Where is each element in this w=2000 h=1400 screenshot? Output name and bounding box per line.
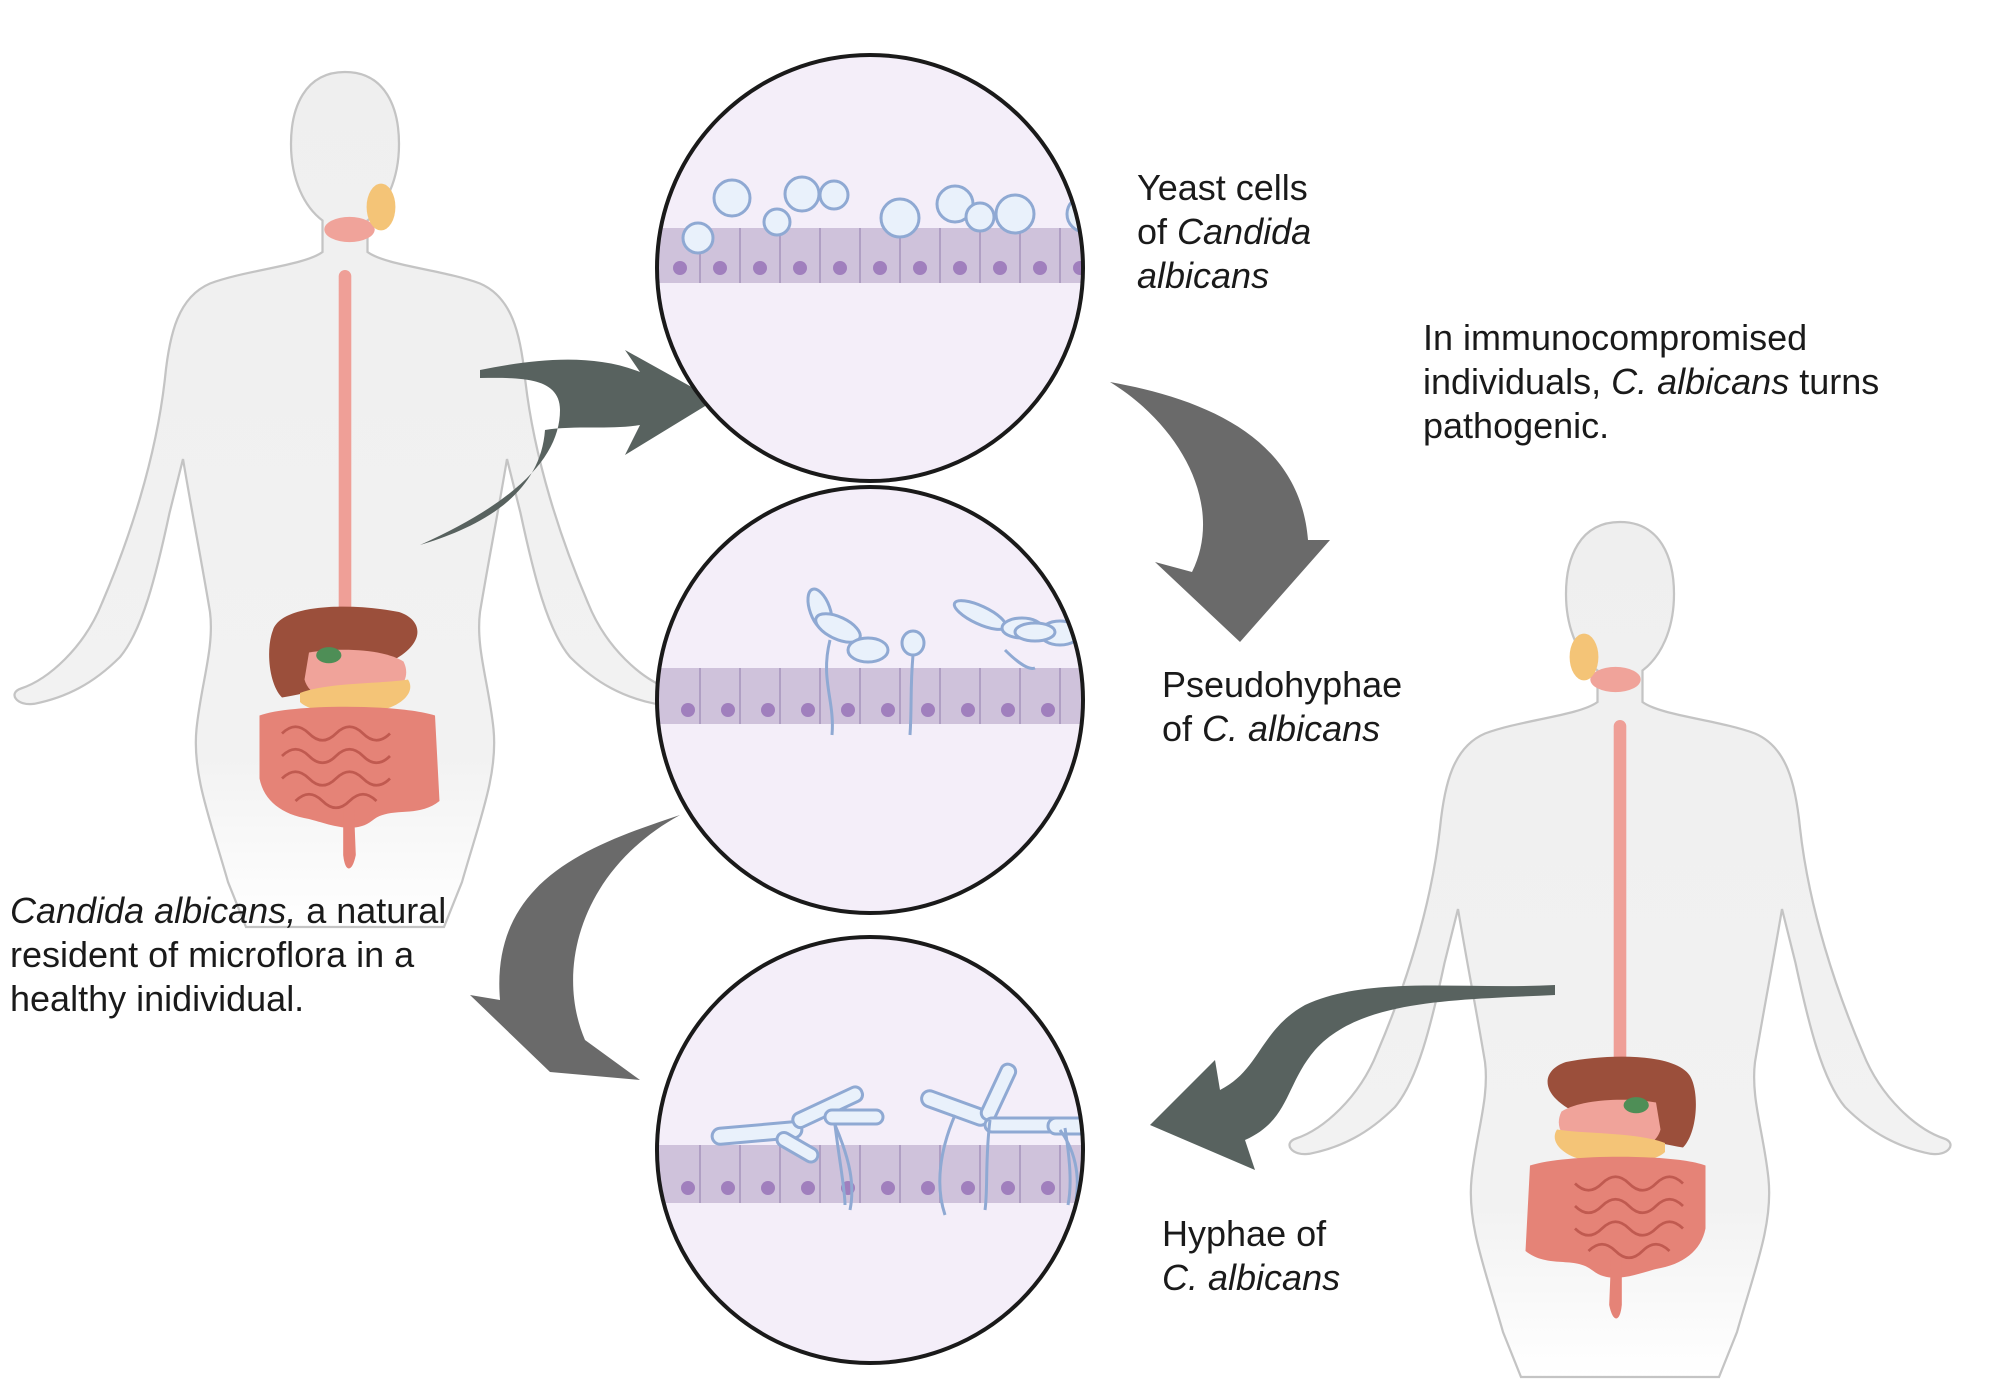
hyphae-caption-line2: C. albicans [1162, 1257, 1341, 1298]
immunocompromised-human-body-icon [1288, 520, 1952, 1379]
immunocompromised-caption-line3: pathogenic. [1423, 405, 1610, 446]
yeast-cells-magnified-icon [655, 53, 1085, 483]
hyphae-magnified-icon [655, 935, 1085, 1365]
healthy-caption-line3: healthy inidividual. [10, 978, 305, 1019]
yeast-caption: Yeast cells of Candida albicans [1137, 166, 1311, 298]
immunocompromised-caption-line2: individuals, C. albicans turns [1423, 361, 1880, 402]
pseudohyphae-caption-line2: of C. albicans [1162, 708, 1381, 749]
healthy-human-body-icon [13, 70, 677, 929]
yeast-caption-line2: of Candida [1137, 211, 1312, 252]
pseudohyphae-caption-line1: Pseudohyphae [1162, 664, 1403, 705]
pathogenic-to-hyphae-arrow [1150, 985, 1555, 1170]
immunocompromised-caption-line1: In immunocompromised [1423, 317, 1808, 358]
healthy-caption-line2: resident of microflora in a [10, 934, 415, 975]
pseudohyphae-to-hyphae-arrow [470, 815, 680, 1080]
hyphae-caption: Hyphae of C. albicans [1162, 1212, 1340, 1300]
immunocompromised-caption: In immunocompromised individuals, C. alb… [1423, 316, 1879, 448]
healthy-to-yeast-arrow [420, 350, 715, 545]
hyphae-caption-line1: Hyphae of [1162, 1213, 1327, 1254]
yeast-caption-line3: albicans [1137, 255, 1270, 296]
pseudohyphae-caption: Pseudohyphae of C. albicans [1162, 663, 1402, 751]
pseudohyphae-magnified-icon [655, 485, 1085, 915]
healthy-caption: Candida albicans, a natural resident of … [10, 889, 446, 1021]
healthy-caption-line1: Candida albicans, a natural [10, 890, 447, 931]
yeast-to-pseudohyphae-arrow [1110, 382, 1330, 642]
yeast-caption-line1: Yeast cells [1137, 167, 1308, 208]
